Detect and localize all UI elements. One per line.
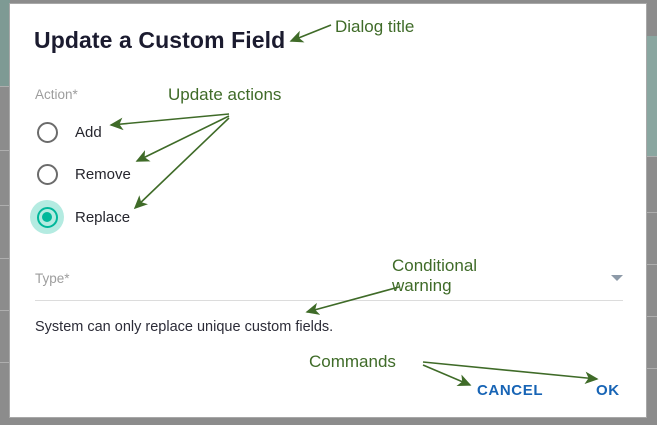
radio-halo [30, 157, 64, 191]
backdrop-accent-strip-right [647, 36, 657, 156]
chevron-down-icon[interactable] [611, 275, 623, 281]
radio-option-replace[interactable]: Replace [30, 200, 130, 234]
backdrop-rule [647, 156, 657, 157]
type-select[interactable] [35, 262, 623, 300]
backdrop-rule [0, 205, 10, 206]
radio-unselected-icon [36, 121, 58, 143]
radio-selected-icon [36, 206, 58, 228]
radio-halo [30, 115, 64, 149]
backdrop-rule [0, 310, 10, 311]
radio-dot [42, 212, 52, 222]
type-field-underline [35, 300, 623, 301]
radio-option-add[interactable]: Add [30, 115, 102, 149]
action-field-label: Action* [35, 87, 78, 102]
backdrop-rule [0, 86, 10, 87]
page-title: Update a Custom Field [34, 27, 286, 53]
ok-button[interactable]: OK [596, 382, 620, 399]
backdrop-rule [0, 150, 10, 151]
conditional-warning-text: System can only replace unique custom fi… [35, 319, 334, 335]
cancel-button[interactable]: CANCEL [477, 382, 544, 399]
radio-label-replace: Replace [75, 208, 131, 226]
backdrop-rule [0, 258, 10, 259]
backdrop-rule [0, 362, 10, 363]
backdrop-rule [647, 264, 657, 265]
radio-option-remove[interactable]: Remove [30, 157, 131, 191]
backdrop-rule [647, 368, 657, 369]
backdrop-rule [647, 212, 657, 213]
radio-halo-selected [30, 200, 64, 234]
radio-unselected-icon [36, 163, 58, 185]
type-field-label: Type* [35, 271, 70, 286]
radio-label-add: Add [75, 123, 102, 141]
radio-label-remove: Remove [75, 165, 131, 183]
update-custom-field-dialog: Update a Custom Field Action* Add Remove… [9, 3, 647, 418]
backdrop-accent-strip-left [0, 0, 10, 86]
backdrop-rule [647, 316, 657, 317]
